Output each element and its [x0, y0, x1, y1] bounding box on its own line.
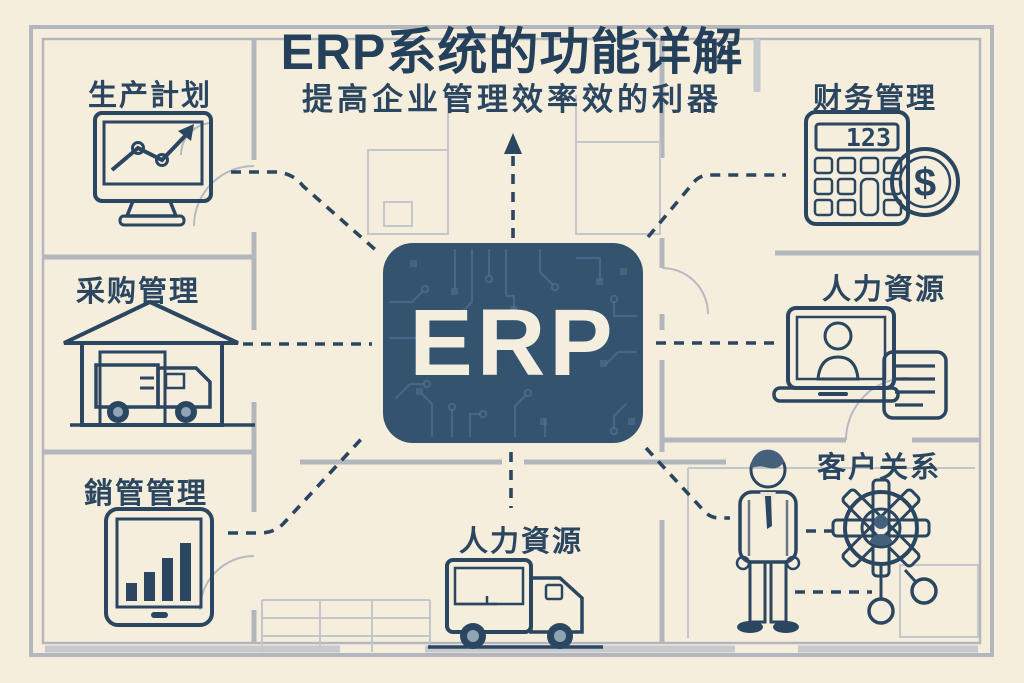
room-detail [367, 149, 449, 235]
calculator-display-value: 123 [846, 123, 891, 152]
bar [162, 558, 173, 601]
warehouse-truck-icon [63, 299, 255, 427]
document-lines [895, 364, 935, 407]
home-button [151, 612, 168, 618]
door-arc [661, 267, 709, 315]
delivery-truck-icon [428, 558, 603, 649]
man-hair [750, 449, 784, 469]
laptop-base [772, 386, 900, 403]
profile-shoulders [816, 355, 860, 381]
room-detail [899, 564, 979, 638]
outer-wall-inner [41, 37, 982, 645]
chart-arrow-icon [178, 124, 194, 141]
tablet-screen [115, 517, 203, 609]
bar [144, 572, 155, 601]
calculator-body [804, 110, 910, 226]
connector-finance [646, 173, 786, 239]
truck-cab [529, 576, 584, 634]
erp-chip-body [383, 243, 643, 443]
network-node [867, 597, 895, 625]
connector-production [231, 170, 380, 254]
truck-window [544, 583, 564, 601]
laptop-profile-document-icon [772, 306, 948, 420]
man-leg [769, 560, 788, 624]
arrow-up-icon [504, 133, 522, 154]
truck-cab [156, 366, 212, 409]
room-detail [687, 467, 975, 638]
chart-line [110, 134, 187, 172]
calculator-buttons [813, 156, 903, 217]
monitor-line-chart-icon [93, 111, 213, 227]
page-title: ERP系统的功能详解 [280, 24, 744, 80]
door-arc [199, 555, 255, 611]
tablet-bar-chart-icon [104, 507, 214, 627]
outer-wall [29, 25, 994, 657]
gear-profile [868, 515, 894, 546]
warehouse-roof [63, 299, 239, 345]
room-detail [575, 141, 661, 235]
tablet-body [104, 507, 214, 627]
label-logistics: 人力資源 [459, 526, 584, 558]
dollar-symbol: $ [914, 161, 936, 205]
monitor-screen [102, 120, 204, 186]
room-detail [447, 95, 577, 150]
label-crm: 客户关系 [817, 452, 942, 484]
right-room-walls [662, 250, 980, 443]
erp-chip [383, 243, 643, 443]
businessman-gear-network-icon [735, 449, 938, 633]
document-card [882, 350, 948, 420]
man-tie [765, 496, 772, 529]
label-production-planning: 生产計划 [88, 80, 213, 112]
man-shoe [737, 621, 763, 633]
connector-crm [644, 446, 730, 520]
connector-sales [228, 434, 366, 535]
floor-plan-background [29, 25, 994, 657]
man-leg [748, 560, 767, 624]
label-procurement: 采购管理 [76, 276, 201, 308]
calculator-display [814, 122, 900, 152]
room-detail [383, 201, 413, 227]
businessman [735, 449, 801, 633]
profile-head [823, 321, 853, 351]
stairs [261, 599, 431, 652]
network-node [910, 577, 938, 605]
monitor-stand [124, 199, 179, 218]
label-hr: 人力資源 [822, 274, 947, 306]
label-sales: 銷管管理 [84, 478, 209, 510]
bar [126, 583, 137, 601]
left-room-walls [43, 254, 254, 455]
truck-cargo-box [445, 558, 533, 634]
page-subtitle: 提高企业管理效率效的利器 [302, 82, 722, 117]
calculator-dollar-coin-icon: 123 $ [804, 110, 960, 226]
warehouse-body [80, 341, 224, 427]
man-arms [747, 500, 789, 556]
connectors [228, 133, 872, 594]
circuit-traces [388, 248, 638, 438]
network-nodes [867, 564, 938, 625]
man-shoe [773, 621, 799, 633]
dollar-coin [890, 147, 960, 217]
erp-center-label: ERP [409, 289, 617, 396]
gear-person-icon [831, 478, 931, 578]
bar [180, 543, 191, 601]
label-finance: 财务管理 [813, 83, 938, 115]
truck-box [94, 363, 160, 409]
